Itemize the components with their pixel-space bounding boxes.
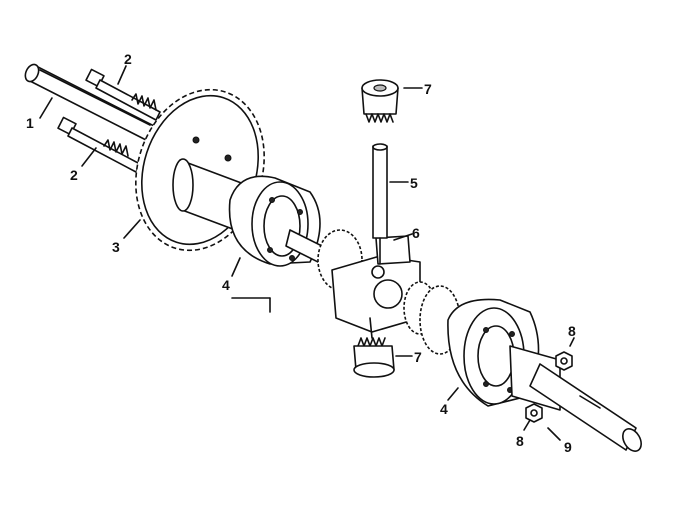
part-9-output-shaft (529, 363, 642, 452)
callout-7-lower: 7 (414, 349, 422, 365)
callout-7-upper: 7 (424, 81, 432, 97)
callout-2-lower: 2 (70, 167, 78, 183)
callout-1: 1 (26, 115, 34, 131)
callout-3: 3 (112, 239, 120, 255)
callout-4-left: 4 (222, 277, 230, 293)
part-1-long-pin (24, 63, 159, 143)
callout-6: 6 (412, 225, 420, 241)
part-2-bolt-lower (57, 116, 141, 173)
callout-5: 5 (410, 175, 418, 191)
part-2-bolt-upper (85, 68, 161, 121)
part-8-nut-upper (555, 351, 573, 371)
part-7-pinion-bottom (353, 317, 395, 378)
callout-2-upper: 2 (124, 51, 132, 67)
callout-4-right: 4 (440, 401, 448, 417)
leader-lines (39, 65, 575, 441)
part-7-pinion-top (361, 79, 399, 123)
callout-8-lower: 8 (516, 433, 524, 449)
part-6-gear-carrier (317, 229, 437, 335)
part-5-cross-pin (372, 143, 388, 265)
part-8-nut-lower (525, 403, 543, 423)
callout-8-upper: 8 (568, 323, 576, 339)
callout-9: 9 (564, 439, 572, 455)
callout-labels: 1 2 2 3 4 4 5 6 7 7 8 8 9 (26, 51, 576, 455)
